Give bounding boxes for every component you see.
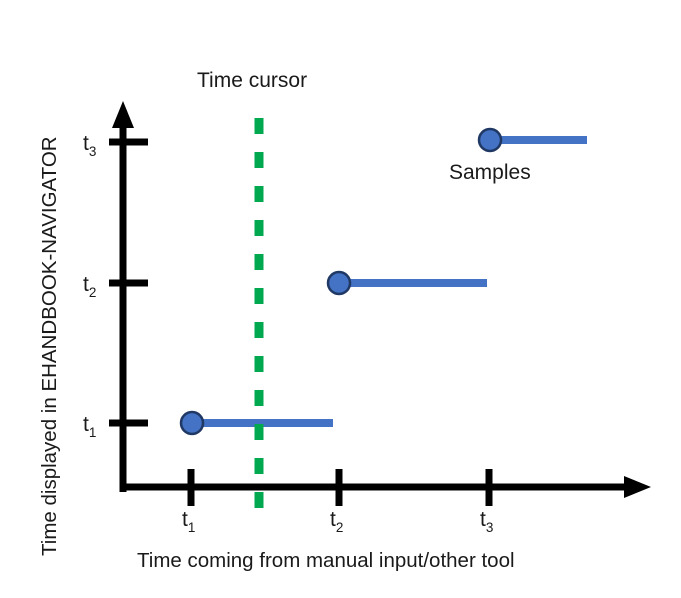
y-tick-marks [109, 138, 148, 427]
x-tick-labels: t1 t2 t3 [182, 508, 493, 535]
y-tick-labels: t3 t2 t1 [83, 132, 96, 440]
sample-marker-1 [179, 410, 205, 436]
sample-marker-2 [326, 270, 352, 296]
y-tick-label-t3: t3 [83, 132, 96, 159]
x-tick-marks [187, 469, 493, 506]
x-tick-label-t1: t1 [182, 508, 195, 535]
y-tick-label-t1: t1 [83, 413, 96, 440]
x-tick-label-t3: t3 [480, 508, 493, 535]
x-tick-label-t2: t2 [330, 508, 343, 535]
y-axis-arrowhead [112, 101, 134, 128]
x-axis-title: Time coming from manual input/other tool [137, 549, 515, 572]
axis-group [112, 101, 651, 498]
y-axis-title: Time displayed in EHANDBOOK-NAVIGATOR [38, 136, 61, 556]
sample-marker-3 [477, 127, 503, 153]
x-axis-arrowhead [624, 476, 651, 498]
samples-series [179, 127, 587, 436]
y-tick-label-t2: t2 [83, 273, 96, 300]
time-cursor-label: Time cursor [197, 69, 307, 92]
samples-label: Samples [449, 161, 531, 184]
